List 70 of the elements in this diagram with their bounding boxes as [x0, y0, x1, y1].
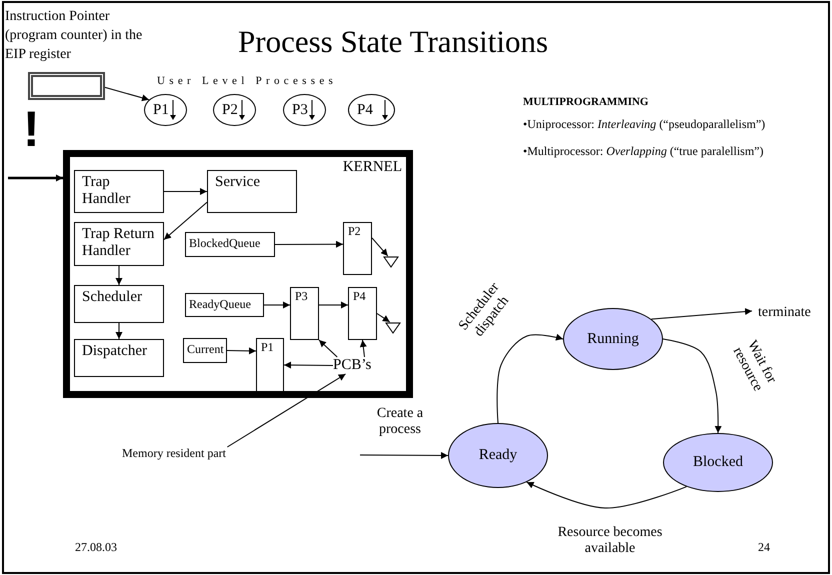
arrow [360, 340, 367, 358]
arrow [116, 266, 122, 286]
bullet-text: •Uniprocessor: Interleaving (“pseudoparallelism”) [523, 118, 766, 132]
arrow [226, 347, 256, 354]
node-label: ReadyQueue [189, 298, 252, 312]
node-label: Scheduler [82, 289, 143, 306]
node-label: Service [215, 174, 261, 190]
node-label: Running [587, 330, 639, 348]
arrow [318, 340, 338, 358]
pcb-box [348, 287, 377, 340]
node-label: P1 [153, 102, 169, 118]
heading: MULTIPROGRAMMING [523, 96, 648, 109]
text-label: Memory resident part [122, 447, 227, 460]
leader-line [226, 374, 346, 448]
node-label: Current [187, 343, 223, 356]
pcb-box [256, 338, 284, 392]
node-label: Ready [478, 447, 518, 464]
arrow [284, 362, 334, 369]
heading: User Level Processes [157, 75, 338, 88]
title: Process State Transitions [238, 24, 548, 60]
arrow [372, 237, 388, 256]
process-box [74, 339, 164, 377]
process-box [207, 170, 297, 213]
arrow [318, 302, 348, 309]
node-label: Trap Handler [82, 174, 132, 207]
queue-box [183, 338, 227, 363]
kernel-box [63, 150, 413, 398]
process-circle [213, 94, 256, 126]
bullet-text: •Multiprocessor: Overlapping (“true paralellism”) [523, 145, 764, 159]
node-label: Dispatcher [82, 343, 148, 360]
node-label: P2 [222, 102, 238, 118]
process-box [74, 222, 164, 266]
node-label: P3 [292, 102, 308, 118]
arrow [116, 322, 122, 340]
queue-box [185, 293, 264, 317]
date: 27.08.03 [75, 541, 117, 555]
queue-box [185, 232, 275, 257]
node-label: P1 [261, 341, 275, 354]
arrow [8, 174, 63, 182]
node-label: Instruction Pointer (program counter) in the EIP register [5, 8, 144, 64]
process-box [74, 285, 164, 323]
arrow [360, 452, 448, 459]
node-label: P2 [348, 225, 362, 238]
kernel-heading: KERNEL [342, 159, 402, 176]
text-label: terminate [758, 305, 812, 320]
process-circle [348, 94, 395, 126]
node-label: Blocked [693, 454, 743, 471]
node-label: P3 [295, 290, 309, 304]
arrow [104, 86, 150, 102]
arrow [650, 308, 752, 320]
arrow [274, 240, 344, 248]
node-label: P4 [357, 102, 373, 118]
node-label: BlockedQueue [189, 237, 262, 250]
arrow [164, 202, 208, 240]
page-number: 24 [758, 541, 770, 555]
arrow [526, 482, 687, 508]
arrow [164, 188, 208, 195]
pcb-box [290, 287, 319, 340]
warning-mark: ! [23, 104, 40, 154]
node-label: Trap Return Handler [82, 226, 156, 259]
process-box [74, 170, 164, 213]
arrow [496, 334, 564, 424]
node-label: P4 [353, 290, 367, 304]
process-circle [144, 94, 187, 126]
process-circle [283, 94, 326, 126]
arrow [662, 338, 722, 434]
arrow [376, 313, 390, 322]
pcb-box [343, 222, 372, 275]
arrow [264, 302, 290, 309]
text-label: PCB’s [333, 357, 372, 374]
